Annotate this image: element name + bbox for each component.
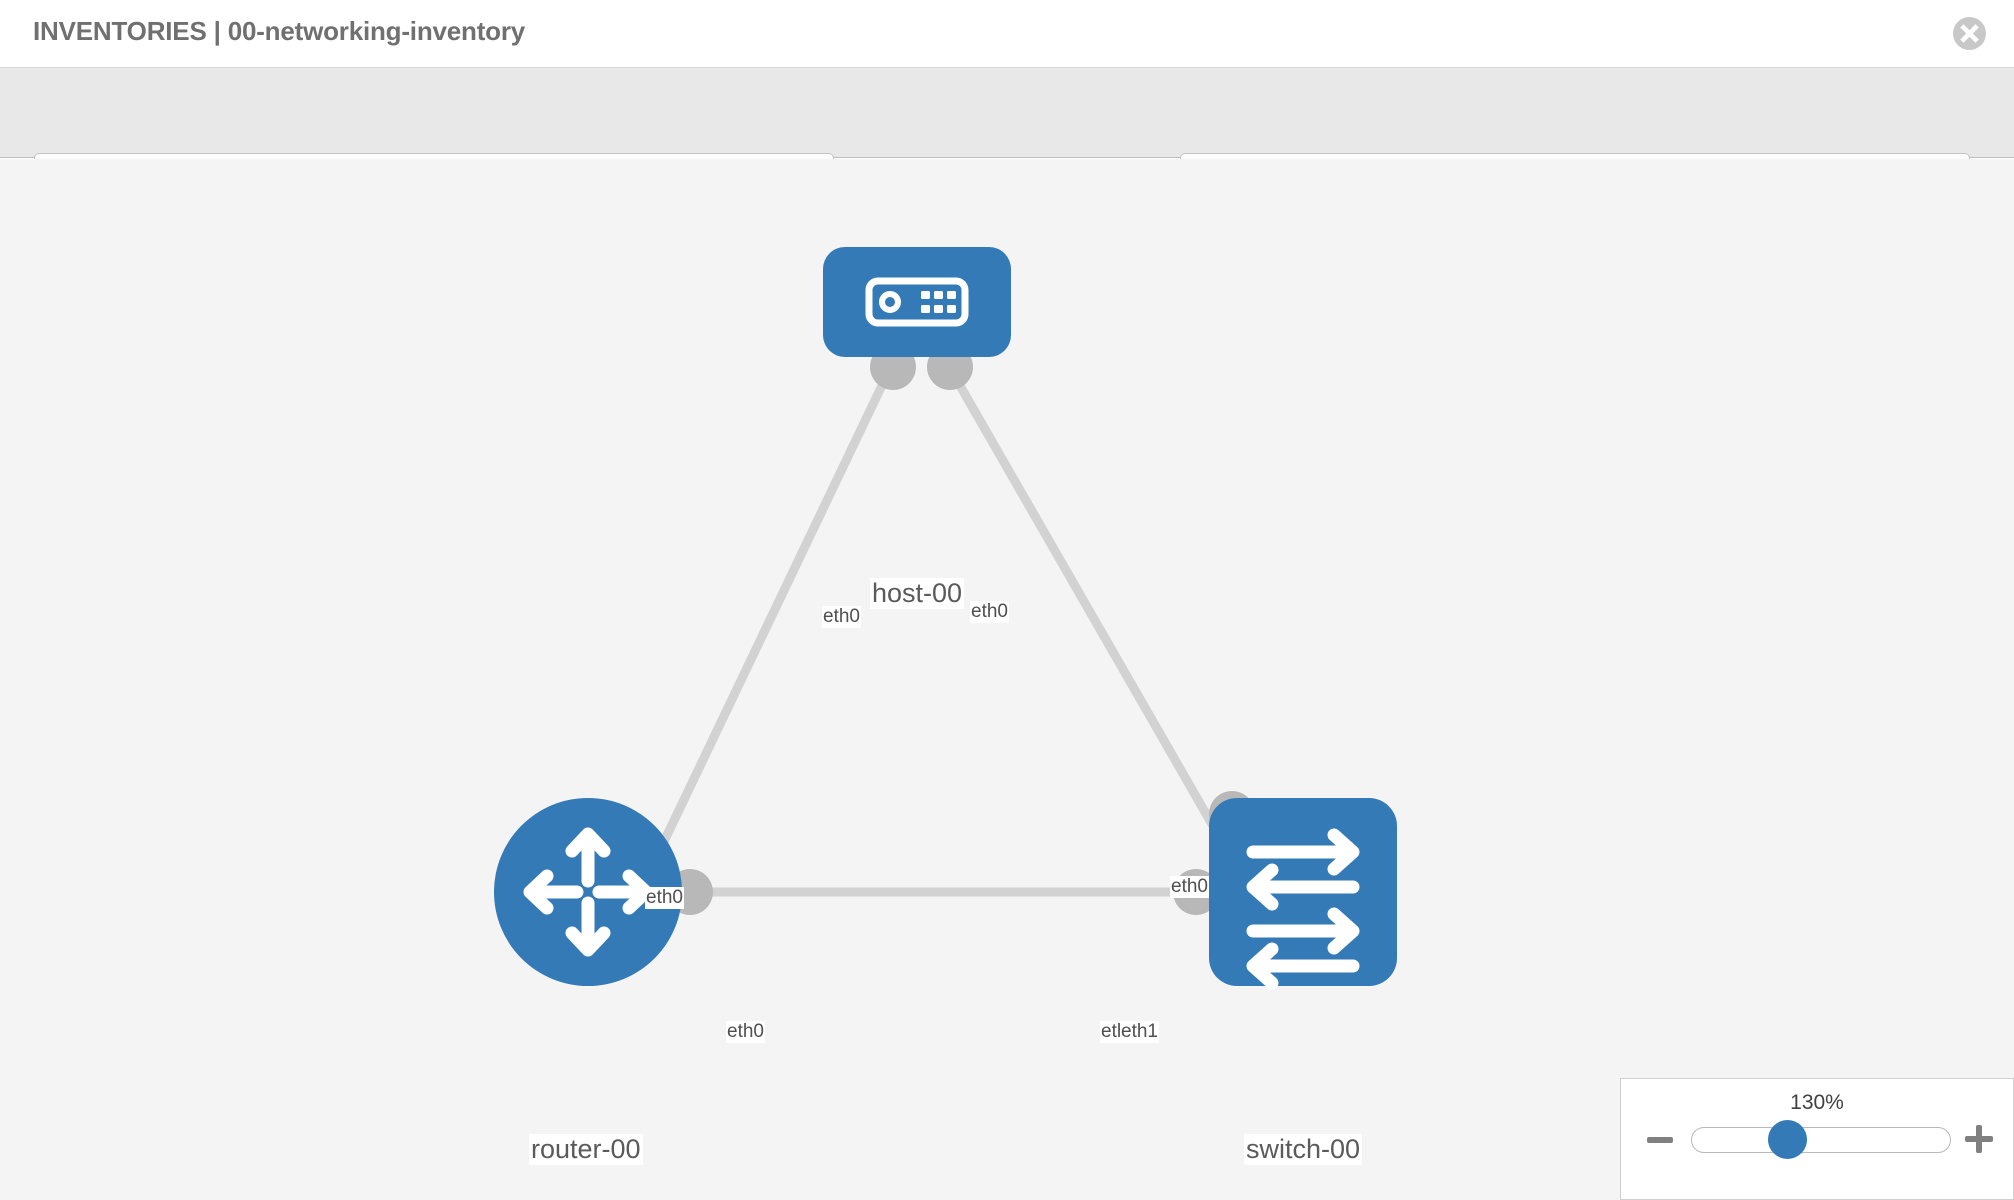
node-label-router-00: router-00	[529, 1134, 643, 1165]
iface-label-router-right: eth0	[726, 1021, 765, 1043]
node-host-00[interactable]	[823, 247, 1011, 357]
zoom-slider-thumb[interactable]	[1768, 1120, 1807, 1159]
iface-label-switch-left-b: eth1	[1120, 1021, 1159, 1043]
toolbar: ACTIONS SEARCH	[0, 68, 2014, 209]
zoom-slider-track[interactable]	[1691, 1127, 1951, 1153]
page-title: INVENTORIES | 00-networking-inventory	[33, 16, 526, 46]
iface-label-host-right: eth0	[970, 601, 1009, 623]
close-icon[interactable]	[1953, 17, 1986, 50]
node-label-host-00: host-00	[870, 578, 965, 609]
node-router-00[interactable]	[494, 798, 682, 986]
zoom-control-panel: 130%	[1620, 1078, 2014, 1200]
topology-links	[643, 374, 1236, 897]
page-header: INVENTORIES | 00-networking-inventory	[0, 0, 2014, 68]
iface-label-router-up: eth0	[645, 887, 684, 909]
node-switch-00[interactable]	[1209, 798, 1397, 990]
topology-stubs	[667, 344, 1255, 915]
topology-canvas[interactable]: host-00 router-00 switch-00 eth0 eth0 et…	[0, 159, 2014, 1200]
link-host-switch[interactable]	[951, 374, 1236, 862]
node-label-switch-00: switch-00	[1244, 1134, 1363, 1165]
iface-label-host-left: eth0	[822, 606, 861, 628]
iface-label-switch-up: eth0	[1170, 876, 1209, 898]
zoom-in-button[interactable]	[1965, 1125, 1993, 1153]
zoom-level-value: 130%	[1790, 1091, 1844, 1114]
link-host-router[interactable]	[643, 375, 891, 877]
zoom-out-button[interactable]	[1647, 1127, 1673, 1153]
topology-graph	[494, 247, 1397, 990]
